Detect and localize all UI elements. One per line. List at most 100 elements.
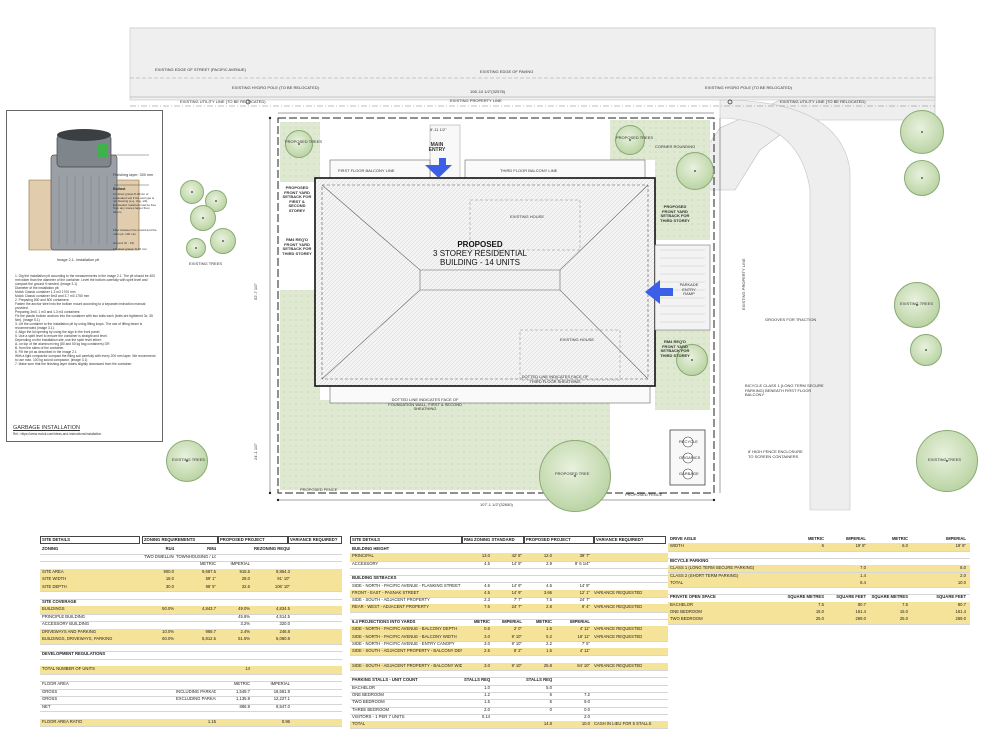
table-cell: 7.5 <box>484 605 490 610</box>
table-cell: 25.8 <box>543 663 552 668</box>
table-cell: 42' 8" <box>511 554 522 559</box>
table-cell: 7' 5" <box>581 641 590 646</box>
table-cell: TWO BEDROOM <box>352 700 385 705</box>
table-cell: VARIANCE REQUESTED <box>594 663 643 668</box>
table-cell: 1.2 <box>484 693 490 697</box>
bin-label: ORGANICS <box>679 455 701 460</box>
table-cell: ONE BEDROOM <box>352 693 384 697</box>
table-header: SITE DETAILS <box>350 536 462 544</box>
fence-label: PROPOSED FENCE <box>300 487 338 492</box>
table-cell: 16,681.9 <box>273 689 290 694</box>
installation-steps: 1. Dig the installation pit according to… <box>15 274 156 366</box>
table-cell: 320.0 <box>279 622 290 626</box>
tree-label: PROPOSED TREES <box>285 139 323 144</box>
main-entry-arrow-icon <box>425 158 452 178</box>
table-cell: RU4 <box>165 547 174 551</box>
table-header: ZONING REQUIREMENTS <box>142 536 218 544</box>
table-cell: 2' 0" <box>513 627 522 632</box>
table-cell: 6.4 PROJECTIONS INTO YARDS <box>352 620 416 624</box>
table-cell: 10.0 <box>581 722 590 727</box>
grooves-label: GROOVES FOR TRACTION <box>765 317 817 322</box>
table-row <box>350 568 668 577</box>
table-cell: 5,080.8 <box>276 637 290 641</box>
table-header: VARIANCE REQUIRED? <box>288 536 342 544</box>
table-cell: 14' 9" <box>511 590 522 595</box>
property-line <box>277 117 715 494</box>
table-cell: 9,547.0 <box>276 704 290 709</box>
tree <box>910 334 942 366</box>
table-cell: 9.0 <box>584 700 590 705</box>
utility-line-label-right: EXISTING UTILITY LINE (TO BE RELOCATED) <box>780 99 866 104</box>
table-cell: 14' 9" <box>511 561 522 566</box>
table-row: SIDE - NORTH - PACIFIC AVENUE - BALCONY … <box>350 633 668 642</box>
table-cell: SQUARE METRES <box>787 595 824 600</box>
table-cell: 24' 7" <box>579 598 590 603</box>
table-cell: 0.14 <box>481 714 490 719</box>
bin-label: RECYCLE <box>679 439 698 444</box>
property-line-label: EXISTING PROPERTY LINE <box>450 98 502 103</box>
table-cell: 9,687.5 <box>202 569 216 574</box>
site-plan <box>129 27 936 511</box>
table-cell: 3.0 <box>484 641 490 646</box>
table-cell: SIDE - NORTH - PACIFIC AVENUE - BALCONY … <box>352 634 457 639</box>
dimension-bottom: 107'-1 1/2"(32650) <box>480 502 513 507</box>
dotted-line-note: DOTTED LINE INDICATES FACE OF FOUNDATION… <box>388 397 462 412</box>
table-cell: 14' 9" <box>511 583 522 588</box>
tree <box>166 440 208 482</box>
tree <box>615 125 645 155</box>
tree <box>916 430 978 492</box>
tree <box>190 205 216 231</box>
tree <box>676 152 714 190</box>
street-edge-label: EXISTING EDGE OF STREET (PACIFIC AVENUE) <box>155 67 246 72</box>
table-cell: 15.0 <box>899 610 908 614</box>
table-cell: 5.0 <box>546 685 552 690</box>
table-cell: 8.4 <box>860 580 866 585</box>
table-cell: 915.5 <box>239 569 250 574</box>
table-cell: 14 <box>245 667 250 671</box>
table-cell: 7.5 <box>902 602 908 607</box>
tree <box>210 228 236 254</box>
tree-label: EXISTING TREES <box>172 457 206 462</box>
table-cell: 18.0 <box>165 577 174 581</box>
table-cell: PRIVATE OPEN SPACE <box>670 595 716 600</box>
table-cell: 10.0 <box>957 580 966 585</box>
table-cell: INCLUDING PARKADE <box>176 689 216 694</box>
table-cell: SITE AREA <box>42 569 64 574</box>
table-cell: 12.0 <box>543 554 552 559</box>
table-cell: 25.0 <box>899 617 908 622</box>
finishing-layer-note: Finishing layer: 300 mm <box>113 173 154 177</box>
table-cell: FRONT - EAST - PASNAK STREET <box>352 590 420 595</box>
table-cell: PARKING STALLS - UNIT COUNT <box>352 678 418 683</box>
table-cell: PRINCIPLE BUILDING <box>42 614 86 619</box>
table-cell: TOWNHOUSING / LOW STREET HOUSING <box>176 554 216 559</box>
table-header: VARIANCE REQUIRED? <box>594 536 666 544</box>
table-cell: 9' 6 1/4" <box>574 561 590 566</box>
table-cell: 59' 1" <box>205 577 216 581</box>
table-cell: 1.5 <box>546 627 552 632</box>
setback-label: RM4 REQ'D FRONT YARD SETBACK FOR THIRD S… <box>282 237 312 256</box>
table-cell: 19' 8" <box>955 544 966 549</box>
corner-rounding-label: CORNER ROUNDING <box>655 144 696 149</box>
table-cell: BICYCLE PARKING <box>670 558 709 563</box>
parkade-entry-label: PARKADE ENTRY RAMP <box>679 282 699 297</box>
table-cell: SIDE - NORTH - PACIFIC AVENUE - FLANKING… <box>352 583 461 588</box>
table-cell: 9' 10" <box>511 634 522 639</box>
table-cell: 106' 10" <box>274 584 290 589</box>
table-cell: 2.3 <box>484 598 490 603</box>
table-cell: METRIC <box>807 537 824 541</box>
building-title-line3: BUILDING - 14 UNITS <box>439 258 520 267</box>
table-cell: 91' 10" <box>277 577 290 581</box>
table-cell: 1,549.7 <box>236 689 250 694</box>
table-cell: VARIANCE REQUESTED <box>594 590 643 595</box>
existing-house-label: EXISTING HOUSE <box>560 337 595 342</box>
table-cell: SIDE - NORTH - PACIFIC AVENUE - BALCONY … <box>352 627 458 632</box>
table-cell: IMPERIAL <box>569 620 590 624</box>
table-cell: EXCLUDING PARKADE <box>176 697 216 701</box>
table-cell: 9,854.3 <box>276 569 290 574</box>
table-cell: 3.0 <box>484 634 490 639</box>
